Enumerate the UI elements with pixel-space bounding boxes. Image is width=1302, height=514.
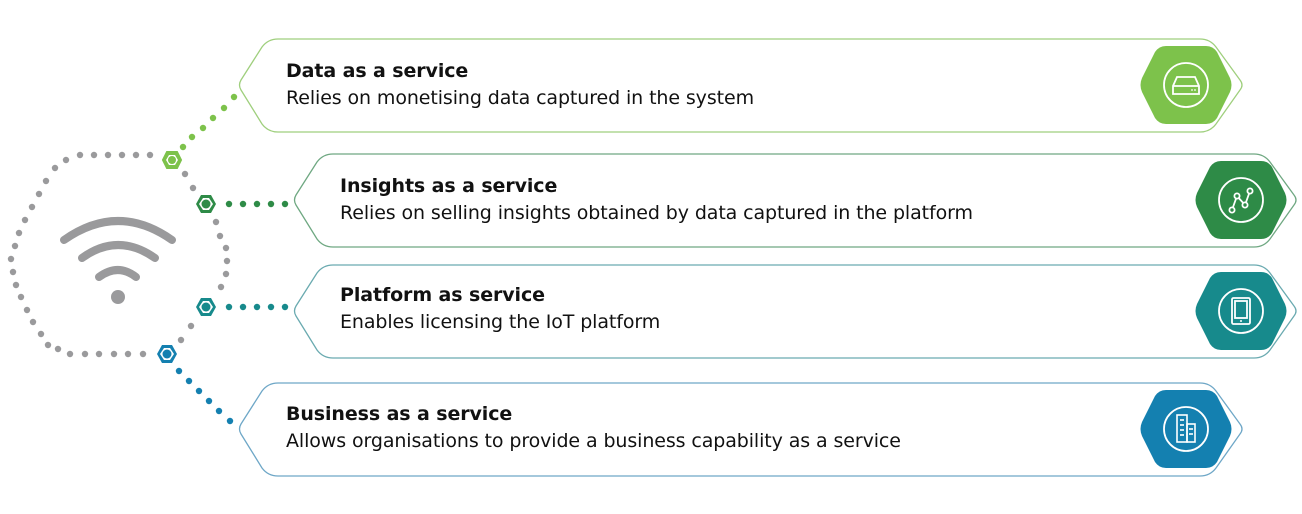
card-data-title: Data as a service: [286, 60, 469, 82]
card-business-description: Allows organisations to provide a busine…: [286, 430, 901, 452]
node-business-icon: [157, 345, 177, 363]
card-insights-title: Insights as a service: [340, 175, 558, 197]
card-business-icon-badge: [1140, 390, 1232, 468]
card-insights: Insights as a service Relies on selling …: [340, 173, 973, 227]
card-business-outline: [238, 382, 1243, 477]
card-business: Business as a service Allows organisatio…: [286, 401, 901, 455]
card-data-outline: [238, 38, 1243, 133]
node-insights-icon: [196, 195, 216, 213]
card-business-title: Business as a service: [286, 403, 513, 425]
connector-platform: [225, 303, 289, 311]
card-platform-outline: [293, 264, 1297, 359]
card-platform-icon-badge: [1195, 272, 1287, 350]
card-platform-description: Enables licensing the IoT platform: [340, 311, 661, 333]
card-data-icon-badge: [1140, 46, 1232, 124]
card-insights-icon-badge: [1195, 161, 1287, 239]
connector-data: [179, 93, 238, 151]
line-chart-nodes-icon: [1228, 187, 1254, 214]
card-data-description: Relies on monetising data captured in th…: [286, 87, 754, 109]
node-data-icon: [161, 151, 183, 169]
connector-insights: [225, 200, 289, 208]
hard-drive-icon: [1172, 76, 1200, 95]
card-platform: Platform as service Enables licensing th…: [340, 282, 660, 336]
wifi-dot-icon: [111, 290, 125, 304]
hub-dotted-hexagon: [7, 151, 231, 358]
connector-business: [175, 367, 234, 425]
tablet-icon: [1231, 297, 1251, 325]
office-building-icon: [1176, 414, 1196, 443]
card-platform-title: Platform as service: [340, 284, 545, 306]
node-platform-icon: [196, 298, 216, 316]
card-insights-description: Relies on selling insights obtained by d…: [340, 202, 973, 224]
wifi-icon: [60, 217, 176, 281]
card-insights-outline: [293, 153, 1297, 248]
card-data: Data as a service Relies on monetising d…: [286, 58, 754, 112]
